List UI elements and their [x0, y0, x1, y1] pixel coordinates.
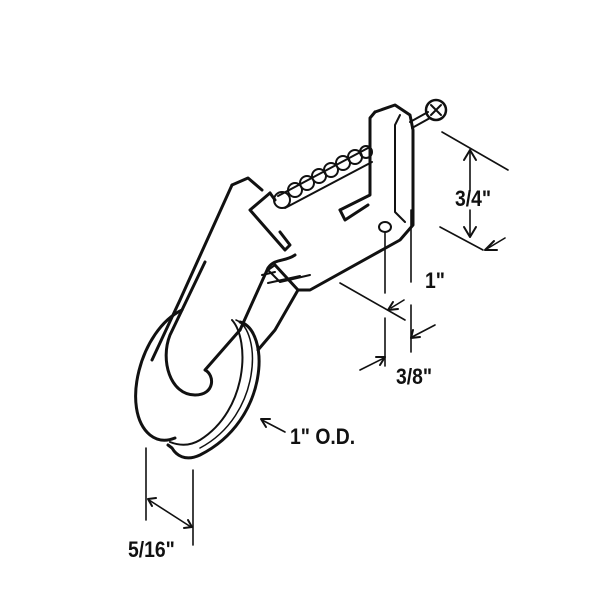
- mounting-hole: [378, 221, 392, 233]
- wheel-diameter-label: 1" O.D.: [290, 424, 356, 449]
- wheel: [134, 308, 261, 460]
- length-dimension-label: 1": [425, 268, 445, 293]
- bracket: [150, 103, 415, 362]
- adjusting-screw: [409, 98, 448, 129]
- height-dimension-label: 3/4": [455, 186, 492, 211]
- spring: [273, 145, 373, 209]
- dimension-lines: [145, 131, 509, 546]
- hole-offset-dimension-label: 3/8": [396, 364, 433, 389]
- wheel-width-label: 5/16": [128, 537, 175, 562]
- arm: [164, 253, 311, 397]
